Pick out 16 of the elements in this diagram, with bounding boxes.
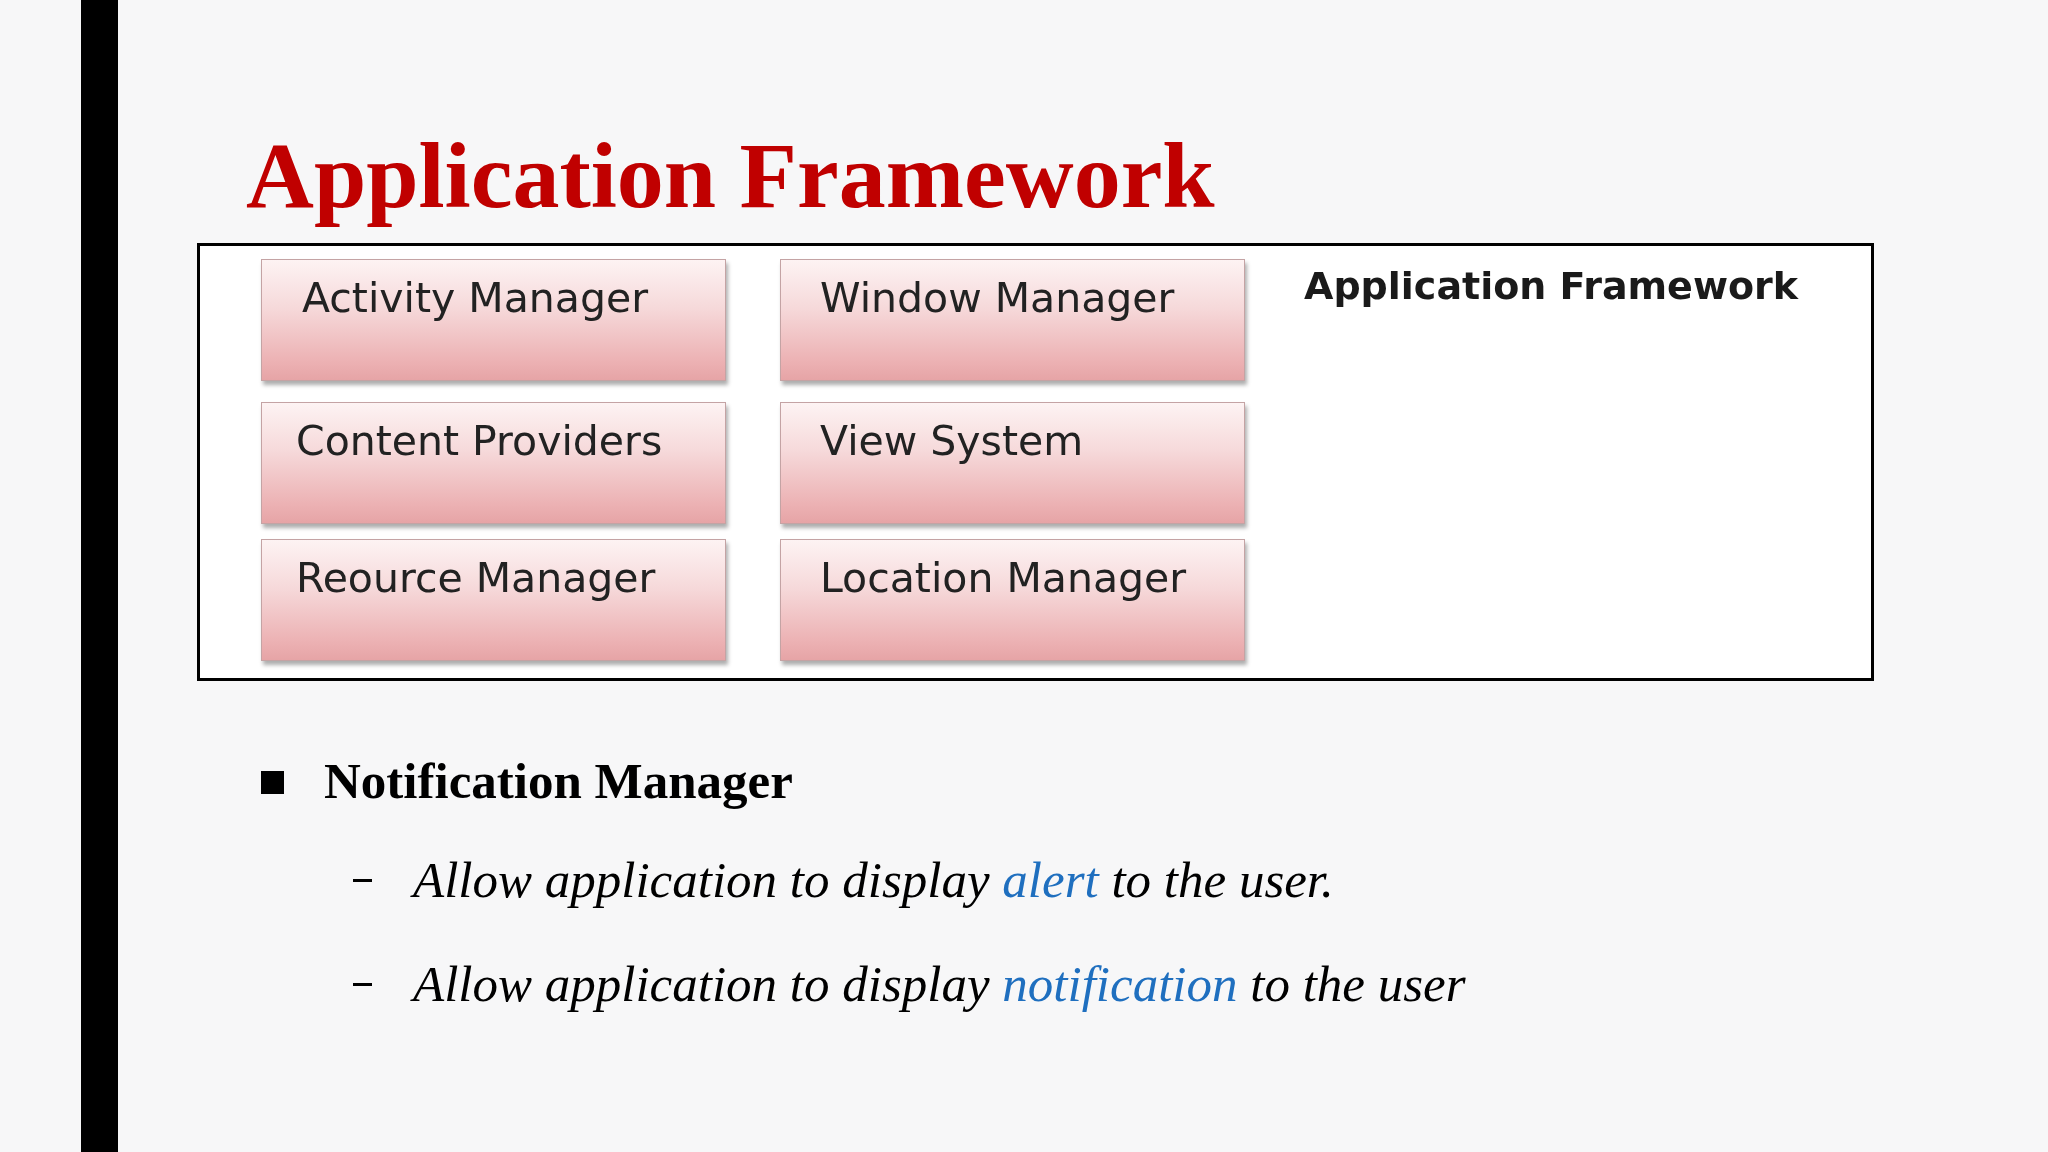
component-label: Content Providers: [296, 417, 663, 467]
component-label: Location Manager: [820, 554, 1187, 604]
component-label: View System: [820, 417, 1084, 467]
component-box: [261, 259, 726, 381]
component-box: [261, 539, 726, 661]
component-box: [780, 539, 1245, 661]
framework-panel: [197, 243, 1874, 681]
component-label: Reource Manager: [296, 554, 656, 604]
component-box: [780, 259, 1245, 381]
component-label: Window Manager: [820, 274, 1175, 324]
component-box: [261, 402, 726, 524]
component-label: Activity Manager: [302, 274, 649, 324]
panel-heading: Application Framework: [1304, 264, 1799, 310]
slide-title: Application Framework: [246, 124, 1215, 228]
bullet-heading: Notification Manager: [324, 752, 793, 811]
component-box: [780, 402, 1245, 524]
